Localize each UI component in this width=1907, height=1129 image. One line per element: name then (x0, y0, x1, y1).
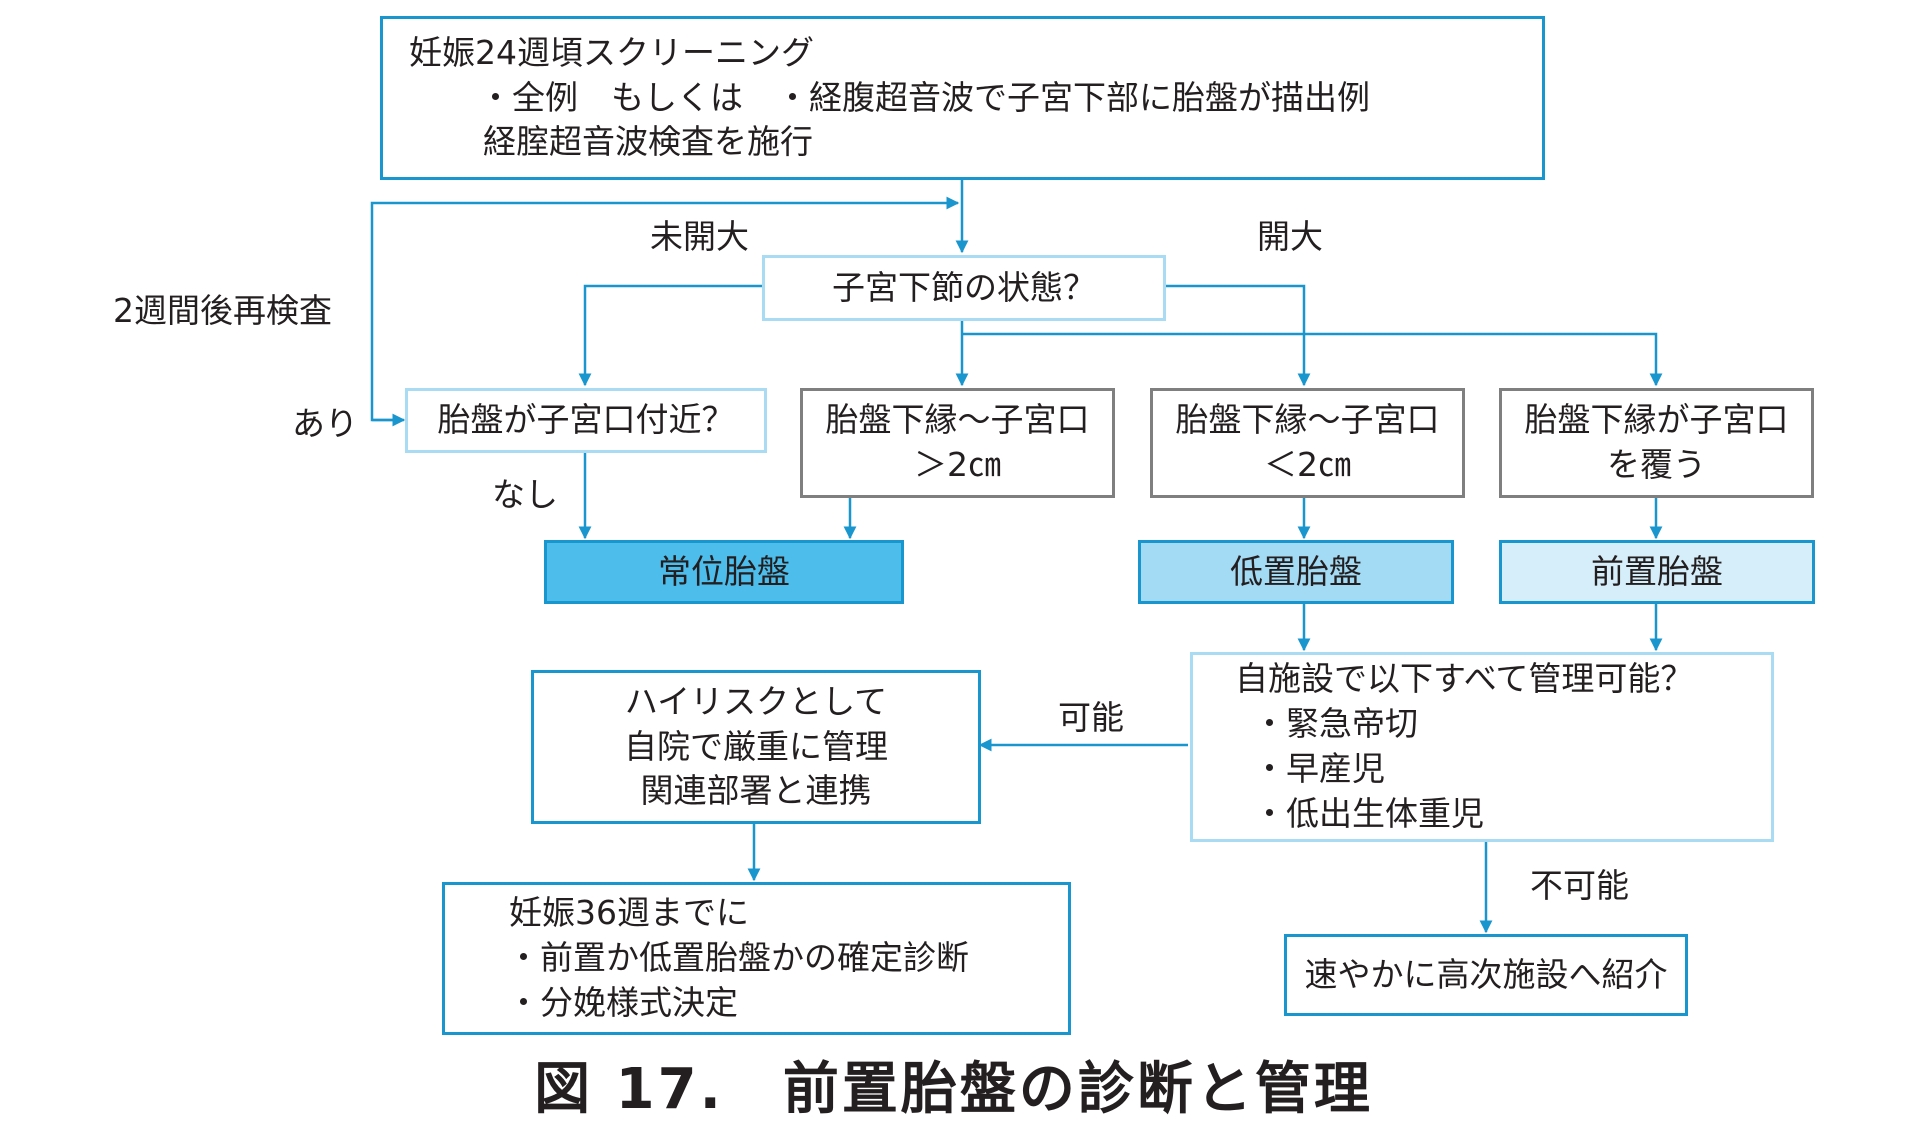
label-yes: あり (292, 404, 358, 443)
outcome-normal-text: 常位胎盤 (658, 551, 790, 591)
arrow-not-open-branch (578, 284, 762, 387)
high-risk-line-3: 関連部署と連携 (640, 771, 872, 811)
lower-segment-question-box: 子宮下節の状態？ (762, 255, 1166, 321)
finding-box-gt2cm: 胎盤下縁〜子宮口 ＞2㎝ (800, 388, 1115, 498)
facility-question-box: 自施設で以下すべて管理可能？ ・緊急帝切 ・早産児 ・低出生体重児 (1190, 652, 1774, 842)
by-36-weeks-item-1: ・前置か低置胎盤かの確定診断 (507, 938, 969, 978)
facility-item-lbw: ・低出生体重児 (1253, 793, 1484, 833)
by-36-weeks-item-2: ・分娩様式決定 (507, 982, 738, 1022)
label-possible: 可能 (1058, 698, 1124, 737)
finding-2-line-2: ＜2㎝ (1264, 445, 1351, 484)
label-impossible: 不可能 (1530, 866, 1629, 905)
screening-box: 妊娠24週頃スクリーニング ・全例 もしくは ・経腹超音波で子宮下部に胎盤が描出… (380, 16, 1545, 180)
label-no: なし (492, 475, 558, 514)
high-risk-management-box: ハイリスクとして 自院で厳重に管理 関連部署と連携 (531, 670, 981, 824)
screening-title: 妊娠24週頃スクリーニング (409, 32, 814, 72)
facility-item-emergency-cs: ・緊急帝切 (1253, 704, 1418, 744)
label-recheck: 2週間後再検査 (113, 291, 332, 330)
referral-text: 速やかに高次施設へ紹介 (1304, 954, 1668, 994)
high-risk-line-2: 自院で厳重に管理 (624, 726, 888, 766)
arrow-open-branch (1164, 284, 1311, 387)
finding-1-line-1: 胎盤下縁〜子宮口 (825, 400, 1090, 440)
by-36-weeks-box: 妊娠36週までに ・前置か低置胎盤かの確定診断 ・分娩様式決定 (442, 882, 1071, 1035)
finding-box-lt2cm: 胎盤下縁〜子宮口 ＜2㎝ (1150, 388, 1465, 498)
outcome-normal-placenta: 常位胎盤 (544, 540, 904, 604)
figure-caption: 図 17. 前置胎盤の診断と管理 (534, 1057, 1373, 1122)
finding-3-line-2: を覆う (1607, 445, 1706, 484)
lower-segment-question-text: 子宮下節の状態？ (832, 267, 1096, 307)
outcome-placenta-previa: 前置胎盤 (1499, 540, 1815, 604)
branch-line-right (962, 332, 1663, 387)
label-not-open: 未開大 (650, 217, 749, 256)
finding-1-line-2: ＞2㎝ (914, 445, 1001, 484)
finding-3-line-1: 胎盤下縁が子宮口 (1524, 400, 1789, 440)
near-os-question-text: 胎盤が子宮口付近？ (437, 400, 735, 440)
near-os-question-box: 胎盤が子宮口付近？ (405, 388, 767, 453)
high-risk-line-1: ハイリスクとして (624, 681, 888, 721)
by-36-weeks-title: 妊娠36週までに (509, 893, 749, 933)
finding-box-covers-os: 胎盤下縁が子宮口 を覆う (1499, 388, 1814, 498)
screening-line-1: ・全例 もしくは ・経腹超音波で子宮下部に胎盤が描出例 (479, 77, 1370, 117)
outcome-low-lying-placenta: 低置胎盤 (1138, 540, 1454, 604)
outcome-low-lying-text: 低置胎盤 (1230, 551, 1362, 591)
finding-2-line-1: 胎盤下縁〜子宮口 (1175, 400, 1440, 440)
screening-line-2: 経腟超音波検査を施行 (483, 122, 813, 162)
label-open: 開大 (1257, 217, 1323, 256)
outcome-previa-text: 前置胎盤 (1591, 551, 1723, 591)
facility-item-preterm: ・早産児 (1253, 749, 1385, 788)
facility-question-title: 自施設で以下すべて管理可能？ (1235, 659, 1694, 699)
referral-box: 速やかに高次施設へ紹介 (1284, 934, 1688, 1016)
